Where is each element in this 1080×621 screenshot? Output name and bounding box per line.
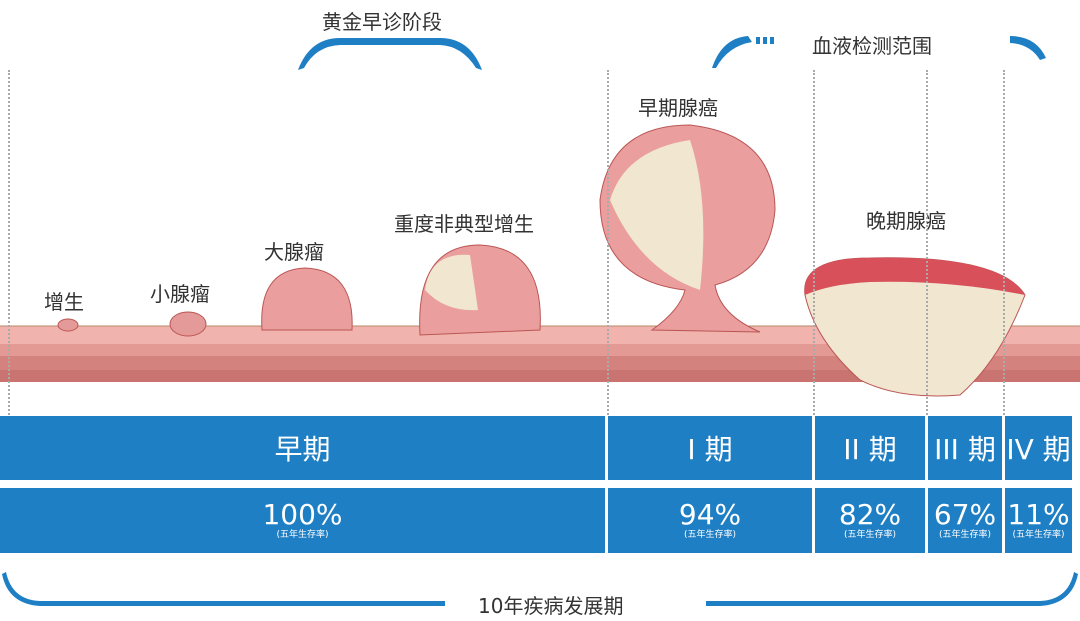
lesion-label: 重度非典型增生: [394, 212, 534, 236]
blood-bracket-right: [1010, 36, 1046, 60]
survival-rate: 11%: [1007, 498, 1070, 531]
stage-divider: [813, 70, 815, 415]
lesion-label: 早期腺癌: [638, 96, 718, 120]
stage-header-3: III 期: [928, 416, 1002, 480]
stage-header-early: 早期: [0, 416, 605, 480]
survival-note: (五年生存率): [938, 530, 992, 540]
timeline-label: 10年疾病发展期: [478, 594, 624, 618]
colon-wall: [0, 325, 1080, 382]
survival-rate: 94%: [678, 498, 742, 531]
survival-note: (五年生存率): [276, 530, 329, 540]
survival-rate: 100%: [262, 498, 343, 531]
lesion-label: 晚期腺癌: [866, 209, 946, 233]
survival-cell-2: 82% (五年生存率): [815, 488, 925, 553]
survival-rate: 67%: [933, 498, 997, 531]
survival-cell-early: 100% (五年生存率): [0, 488, 605, 553]
golden-bracket: [298, 38, 482, 70]
stage-divider: [607, 70, 609, 415]
golden-stage-label: 黄金早诊阶段: [322, 10, 442, 34]
survival-note: (五年生存率): [843, 530, 897, 540]
blood-test-label: 血液检测范围: [812, 34, 932, 58]
survival-note: (五年生存率): [1012, 530, 1065, 540]
survival-cell-3: 67% (五年生存率): [928, 488, 1002, 553]
small-adenoma-lesion: [169, 311, 207, 337]
stage-header-4: IV 期: [1005, 416, 1072, 480]
lesion-label: 增生: [44, 290, 84, 314]
stage-divider: [8, 70, 10, 415]
lesion-label: 大腺瘤: [264, 240, 324, 264]
blood-bracket-left: [712, 36, 752, 68]
stage-header-1: I 期: [608, 416, 812, 480]
stage-divider: [1003, 70, 1005, 415]
timeline-bracket: [2, 572, 1078, 606]
stage-header-2: II 期: [815, 416, 925, 480]
hyperplasia-lesion: [57, 318, 79, 332]
lesion-label: 小腺瘤: [150, 282, 210, 306]
illustration: [0, 36, 1080, 397]
stage-divider: [926, 70, 928, 415]
large-adenoma-lesion: [261, 267, 353, 331]
survival-rate: 82%: [838, 498, 902, 531]
survival-cell-1: 94% (五年生存率): [608, 488, 812, 553]
survival-note: (五年生存率): [683, 530, 737, 540]
survival-cell-4: 11% (五年生存率): [1005, 488, 1072, 553]
